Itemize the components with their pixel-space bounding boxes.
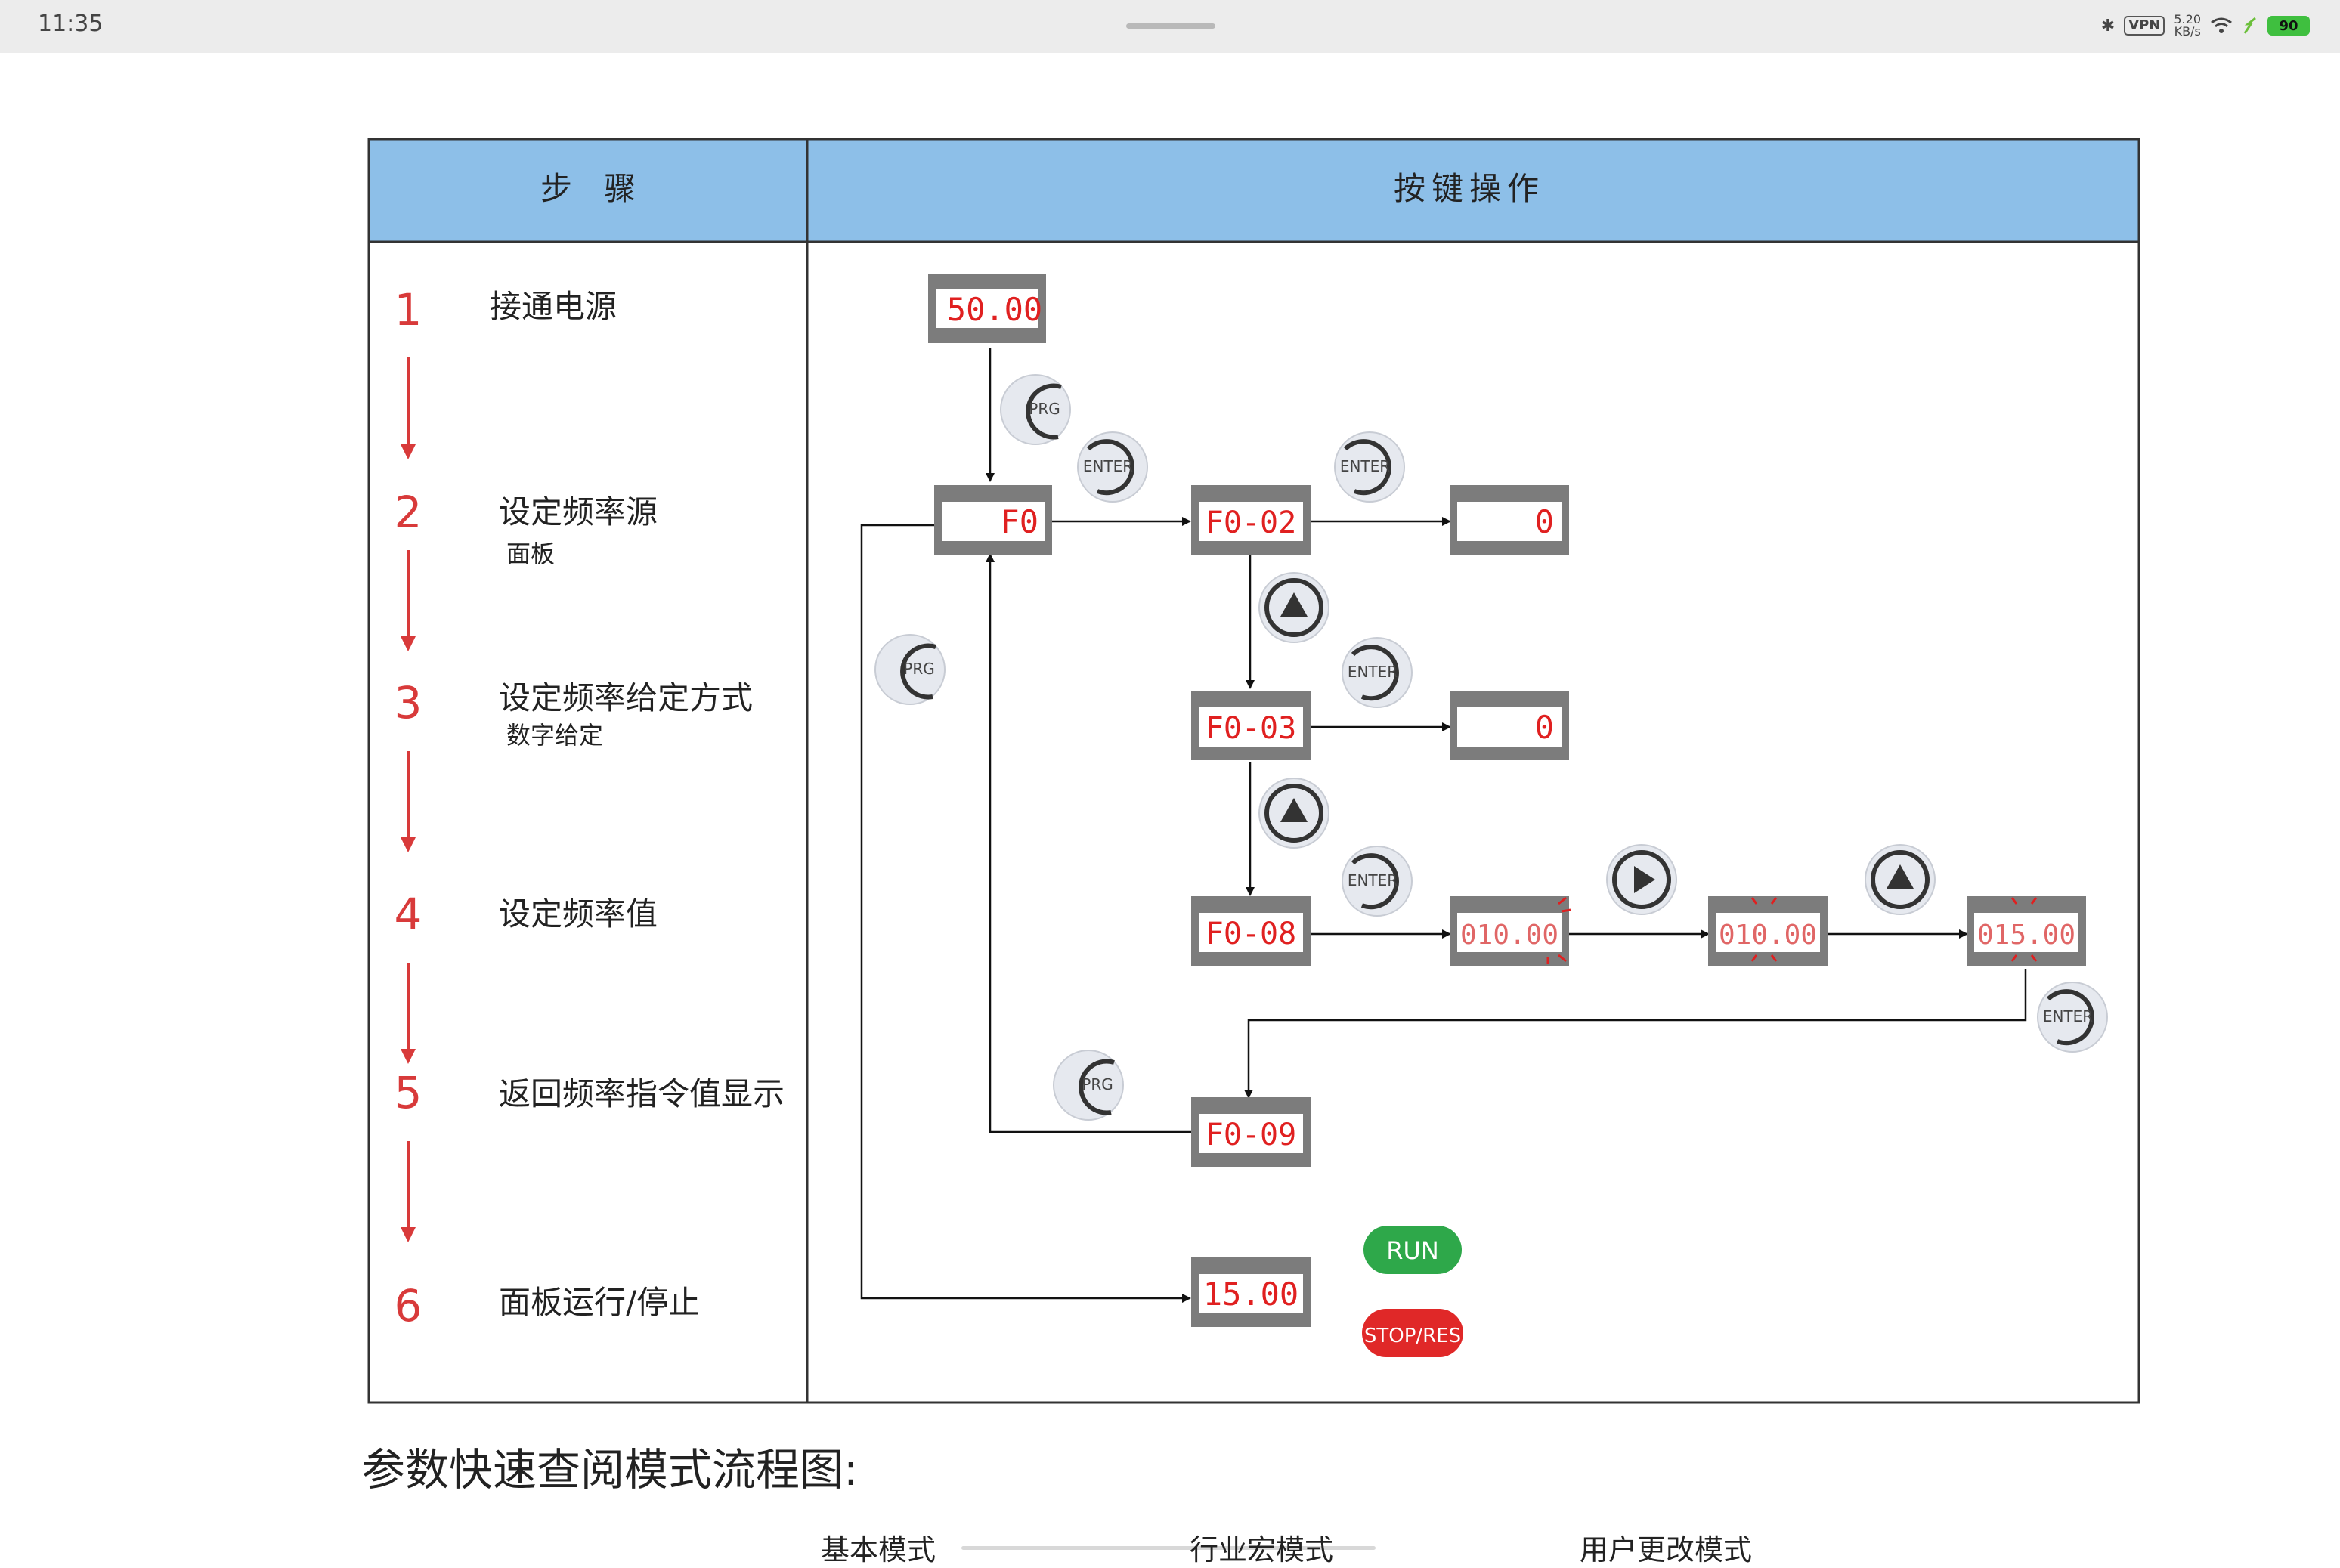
display-edit-1: 010.00	[1450, 896, 1571, 966]
up-arrow-icon	[1280, 798, 1308, 822]
step-number: 5	[395, 1067, 422, 1118]
home-indicator[interactable]	[1126, 23, 1215, 29]
mode-label: 基本模式	[821, 1533, 936, 1566]
display-digits: F0-03	[1206, 711, 1296, 746]
display-digits: 0	[1535, 709, 1554, 746]
status-bar: 11:35 ✱ VPN 5.20 KB/s 90	[0, 0, 2340, 53]
blink-mark	[1750, 897, 1778, 962]
display-digits: 015.00	[1977, 920, 2075, 951]
step-column: 1 接通电源 2 设定频率源 面板 3 设定频率给定方式 数字给定 4 设定频率…	[395, 284, 785, 1331]
display-f0-02: F0-02	[1191, 485, 1311, 555]
stop-reset-key[interactable]: STOP/RES	[1362, 1309, 1463, 1357]
mode-label: 用户更改模式	[1580, 1533, 1753, 1566]
display-f0-08: F0-08	[1191, 896, 1311, 966]
up-arrow-icon	[1887, 864, 1914, 889]
wifi-icon	[2211, 17, 2232, 33]
key-label: ENTER	[2043, 1007, 2093, 1025]
section-title: 参数快速查阅模式流程图:	[361, 1444, 859, 1495]
key-label: ENTER	[1083, 457, 1133, 475]
status-icons: ✱ VPN 5.20 KB/s 90	[2101, 11, 2310, 41]
display-digits: 010.00	[1719, 920, 1817, 951]
display-digits: 0	[1535, 503, 1554, 540]
display-digits: F0-02	[1206, 506, 1296, 540]
key-label: PRG	[903, 660, 934, 678]
right-arrow-icon	[1634, 866, 1655, 893]
display-edit-3: 015.00	[1967, 896, 2086, 966]
enter-key[interactable]: ENTER	[1077, 431, 1148, 503]
speed-value: 5.20	[2174, 12, 2201, 26]
prg-key[interactable]: PRG	[1053, 1050, 1124, 1121]
step-title: 面板运行/停止	[499, 1284, 700, 1321]
display-f0-03-value: 0	[1450, 691, 1569, 760]
step-title: 设定频率源	[499, 493, 658, 530]
network-speed: 5.20 KB/s	[2174, 14, 2201, 38]
display-f0-02-value: 0	[1450, 485, 1569, 555]
up-arrow-icon	[1280, 592, 1308, 617]
display-edit-2: 010.00	[1708, 896, 1828, 966]
table-header	[367, 138, 2140, 243]
prg-key[interactable]: PRG	[874, 634, 946, 705]
display-run-value: 15.00	[1191, 1257, 1311, 1327]
prg-key[interactable]: PRG	[1000, 374, 1071, 445]
display-f0-03: F0-03	[1191, 691, 1311, 760]
blink-mark	[1546, 896, 1571, 964]
key-label: PRG	[1029, 400, 1060, 418]
key-label: ENTER	[1340, 457, 1390, 475]
step-number: 3	[395, 677, 422, 728]
step-title: 设定频率值	[499, 895, 658, 932]
up-key[interactable]	[1865, 844, 1936, 915]
key-label: PRG	[1082, 1075, 1113, 1093]
display-start: 50.00	[928, 274, 1046, 343]
enter-key[interactable]: ENTER	[2037, 982, 2108, 1053]
bluetooth-icon: ✱	[2100, 16, 2116, 36]
enter-key[interactable]: ENTER	[1342, 846, 1413, 917]
key-label: ENTER	[1348, 871, 1398, 889]
table-body	[367, 240, 2140, 1404]
header-steps: 步 骤	[540, 170, 636, 207]
step-subtitle: 数字给定	[506, 721, 603, 750]
step-subtitle: 面板	[506, 540, 555, 568]
connector	[1244, 969, 2027, 1099]
step-title: 返回频率指令值显示	[499, 1075, 785, 1112]
status-time: 11:35	[38, 11, 104, 37]
mode-label: 行业宏模式	[1190, 1533, 1334, 1566]
up-key[interactable]	[1258, 778, 1329, 849]
header-ops: 按键操作	[1394, 170, 1545, 207]
connector	[986, 553, 1191, 1133]
right-key[interactable]	[1606, 844, 1677, 915]
display-digits: 50.00	[947, 291, 1042, 328]
run-key[interactable]: RUN	[1363, 1226, 1462, 1274]
enter-key[interactable]: ENTER	[1342, 637, 1413, 708]
display-digits: 15.00	[1203, 1276, 1298, 1313]
up-key[interactable]	[1258, 572, 1329, 643]
display-f0: F0	[934, 485, 1052, 555]
step-number: 6	[395, 1280, 422, 1331]
display-digits: F0	[1000, 503, 1038, 540]
step-title: 接通电源	[490, 288, 617, 325]
display-digits: F0-09	[1206, 1118, 1296, 1152]
step-title: 设定频率给定方式	[499, 679, 753, 716]
blink-mark	[2010, 897, 2038, 962]
speed-unit: KB/s	[2174, 24, 2201, 39]
key-label: ENTER	[1348, 663, 1398, 681]
connector	[860, 524, 1191, 1303]
step-number: 4	[395, 889, 422, 940]
display-digits: F0-08	[1206, 917, 1296, 951]
step-number: 1	[395, 284, 422, 336]
step-number: 2	[395, 487, 422, 538]
enter-key[interactable]: ENTER	[1334, 431, 1405, 503]
vpn-icon: VPN	[2124, 16, 2165, 36]
battery-icon: 90	[2267, 16, 2310, 36]
display-f0-09: F0-09	[1191, 1097, 1311, 1167]
key-label: RUN	[1386, 1236, 1439, 1265]
flow-connectors	[860, 348, 2027, 1303]
charging-icon	[2243, 17, 2256, 34]
display-digits: 010.00	[1460, 920, 1558, 951]
key-label: STOP/RES	[1364, 1325, 1461, 1347]
mode-line	[961, 1546, 1376, 1550]
